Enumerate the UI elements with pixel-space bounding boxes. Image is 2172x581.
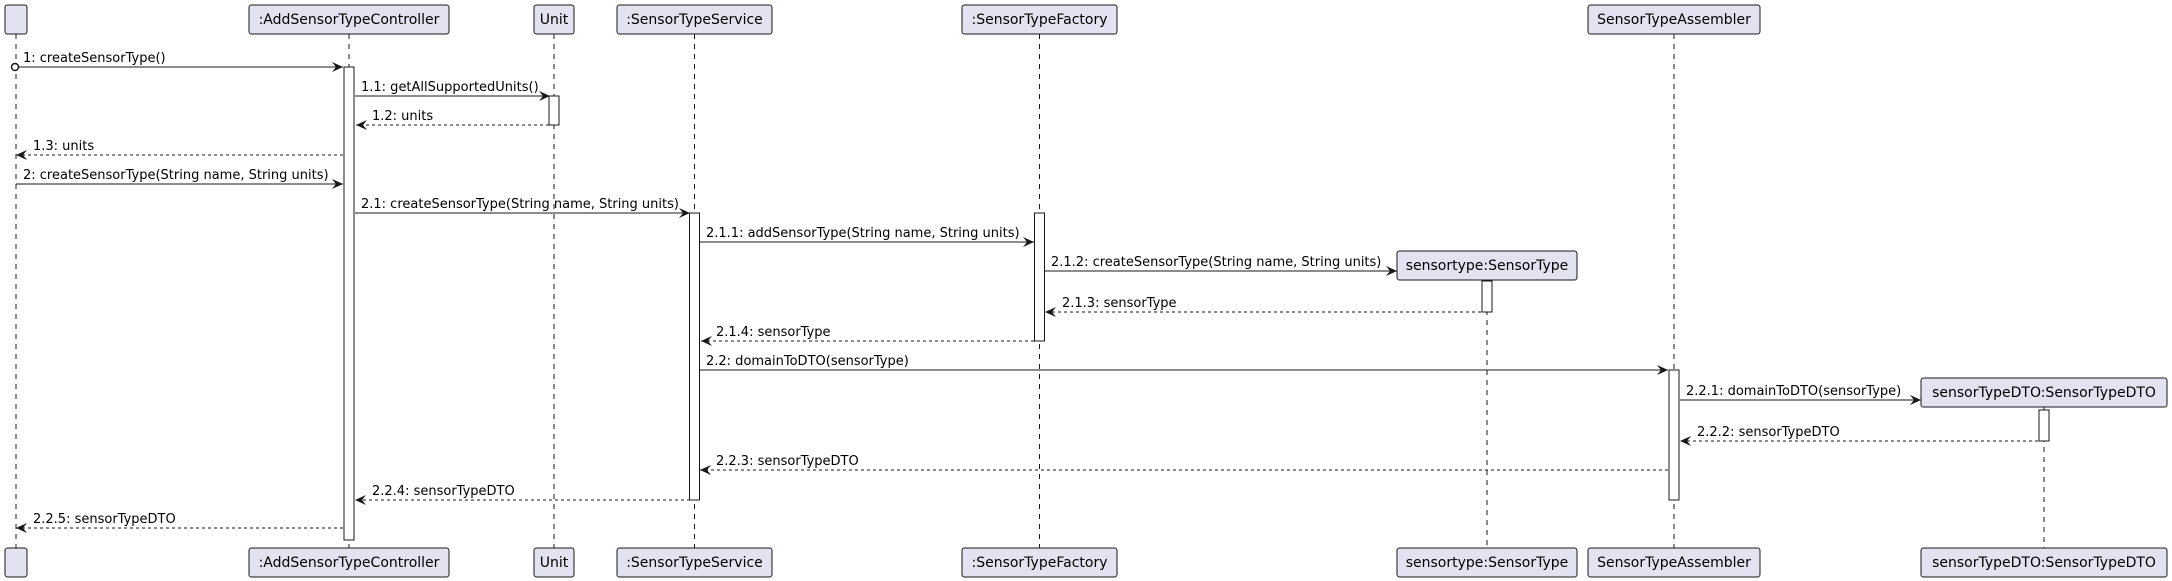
participant-box [533, 4, 575, 35]
message-1: 1: createSensorType() [10, 51, 343, 72]
participant-label: sensortype:SensorType [1406, 555, 1569, 571]
participant-box [1920, 377, 2168, 408]
participant-label: :SensorTypeFactory [971, 555, 1107, 571]
participant-label: :AddSensorTypeController [259, 555, 440, 571]
message-label: 1.3: units [33, 139, 94, 154]
participant-box [616, 547, 773, 578]
participant-ctrl-head: :AddSensorTypeController [248, 4, 450, 35]
message-label: 2.2: domainToDTO(sensorType) [706, 354, 909, 369]
participant-actor-foot [4, 547, 28, 578]
message-13: 2.2.2: sensorTypeDTO [1680, 425, 2044, 446]
participant-fac-foot: :SensorTypeFactory [961, 547, 1118, 578]
message-label: 2.2.3: sensorTypeDTO [716, 454, 859, 469]
message-label: 2: createSensorType(String name, String … [23, 168, 329, 183]
message-label: 2.2.1: domainToDTO(sensorType) [1686, 384, 1901, 399]
activation-bar-unit [548, 95, 560, 126]
participant-svc-head: :SensorTypeService [616, 4, 773, 35]
participant-label: :SensorTypeService [626, 555, 763, 571]
message-label: 1: createSensorType() [23, 51, 166, 66]
participant-unit-head: Unit [533, 4, 575, 35]
message-3: 1.2: units [356, 109, 549, 130]
participant-st-foot: sensortype:SensorType [1396, 547, 1578, 578]
participant-dto-foot: sensorTypeDTO:SensorTypeDTO [1920, 547, 2168, 578]
participant-label: :AddSensorTypeController [259, 12, 440, 28]
participant-unit-foot: Unit [533, 547, 575, 578]
message-10: 2.1.4: sensorType [701, 325, 1034, 346]
participant-box [248, 547, 450, 578]
message-15: 2.2.4: sensorTypeDTO [355, 484, 690, 505]
participant-box [4, 4, 28, 35]
participant-box [1920, 547, 2168, 578]
message-label: 1.1: getAllSupportedUnits() [361, 80, 539, 95]
message-label: 2.1.4: sensorType [716, 325, 831, 340]
activation-bar-fac [1034, 212, 1045, 342]
found-message-dot [10, 62, 20, 72]
message-label: 2.1: createSensorType(String name, Strin… [361, 197, 679, 212]
message-label: 2.2.2: sensorTypeDTO [1697, 425, 1840, 440]
message-7: 2.1.1: addSensorType(String name, String… [700, 226, 1034, 247]
participant-asm-foot: SensorTypeAssembler [1587, 547, 1761, 578]
participant-box [1396, 250, 1578, 281]
message-4: 1.3: units [16, 139, 343, 160]
activation-bar-dto [2038, 409, 2050, 442]
participant-box [248, 4, 450, 35]
message-6: 2.1: createSensorType(String name, Strin… [355, 197, 690, 218]
participant-svc-foot: :SensorTypeService [616, 547, 773, 578]
message-label: 2.1.2: createSensorType(String name, Str… [1051, 255, 1381, 270]
participant-box [616, 4, 773, 35]
activation-bar-st [1481, 280, 1493, 313]
message-9: 2.1.3: sensorType [1045, 296, 1487, 317]
participant-box [4, 547, 28, 578]
message-2: 1.1: getAllSupportedUnits() [355, 80, 550, 101]
participant-fac-head: :SensorTypeFactory [961, 4, 1118, 35]
participant-ctrl-foot: :AddSensorTypeController [248, 547, 450, 578]
participant-asm-head: SensorTypeAssembler [1587, 4, 1761, 35]
activation-bar-svc [689, 212, 700, 501]
message-5: 2: createSensorType(String name, String … [16, 168, 343, 189]
message-8: 2.1.2: createSensorType(String name, Str… [1045, 255, 1397, 276]
message-label: 2.2.4: sensorTypeDTO [372, 484, 515, 499]
participant-label: Unit [540, 12, 569, 28]
participant-box [961, 547, 1118, 578]
participant-box [1587, 4, 1761, 35]
activation-bar-asm [1668, 369, 1680, 501]
activation-bars [343, 66, 2050, 541]
message-label: 2.1.3: sensorType [1062, 296, 1177, 311]
participant-label: sensortype:SensorType [1406, 258, 1569, 274]
participant-dto-head: sensorTypeDTO:SensorTypeDTO [1920, 377, 2168, 408]
participant-box [533, 547, 575, 578]
message-label: 2.1.1: addSensorType(String name, String… [706, 226, 1020, 241]
participant-label: sensorTypeDTO:SensorTypeDTO [1932, 555, 2156, 571]
message-14: 2.2.3: sensorTypeDTO [700, 454, 1668, 475]
message-label: 1.2: units [372, 109, 433, 124]
message-16: 2.2.5: sensorTypeDTO [16, 512, 343, 533]
message-12: 2.2.1: domainToDTO(sensorType) [1680, 384, 1921, 405]
participant-label: SensorTypeAssembler [1597, 12, 1751, 28]
participant-heads: :AddSensorTypeController :AddSensorTypeCo… [4, 4, 2168, 578]
messages: 1: createSensorType() 1.1: getAllSupporte… [10, 51, 2044, 533]
participant-box [1587, 547, 1761, 578]
participant-label: :SensorTypeService [626, 12, 763, 28]
participant-actor-head [4, 4, 28, 35]
participant-label: SensorTypeAssembler [1597, 555, 1751, 571]
message-label: 2.2.5: sensorTypeDTO [33, 512, 176, 527]
participant-st-head: sensortype:SensorType [1396, 250, 1578, 281]
participant-label: Unit [540, 555, 569, 571]
message-11: 2.2: domainToDTO(sensorType) [700, 354, 1668, 375]
lifelines [15, 34, 2045, 548]
participant-label: :SensorTypeFactory [971, 12, 1107, 28]
participant-label: sensorTypeDTO:SensorTypeDTO [1932, 385, 2156, 401]
activation-bar-ctrl [343, 66, 355, 541]
participant-box [1396, 547, 1578, 578]
participant-box [961, 4, 1118, 35]
